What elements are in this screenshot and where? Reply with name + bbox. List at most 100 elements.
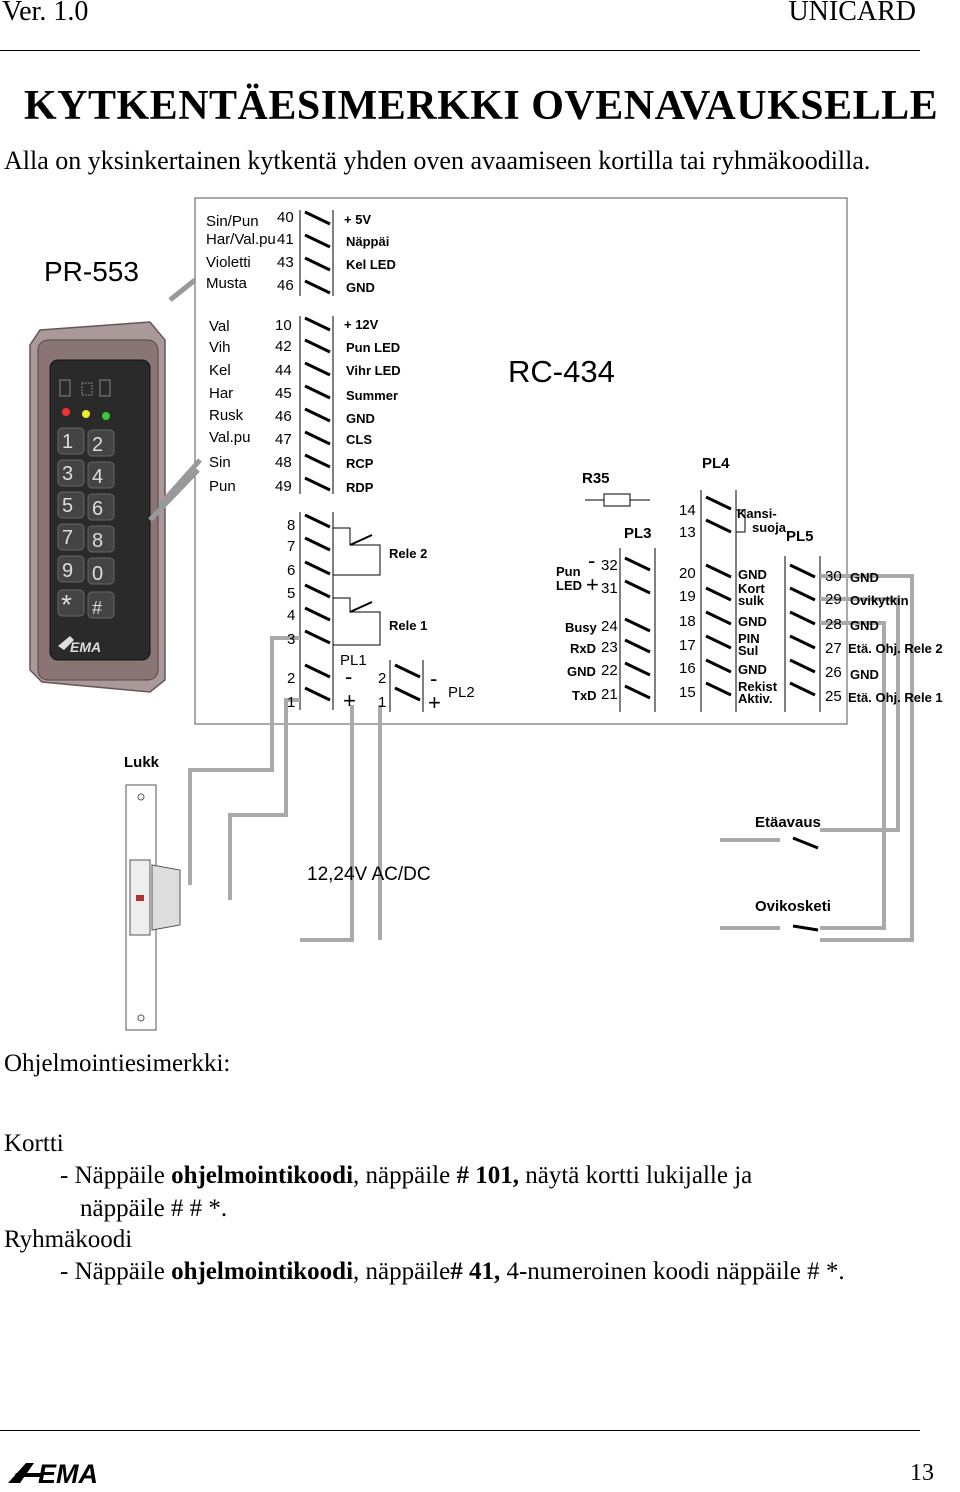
wire-color: Har <box>209 385 234 402</box>
relay-terminal: 6 <box>287 562 296 579</box>
terminal-function: GND <box>346 280 375 295</box>
keypad-logo: EMA <box>58 636 101 655</box>
wire-color: Vih <box>209 339 231 356</box>
key-6: 6 <box>92 498 103 520</box>
pl3-row-label: TxD <box>572 688 597 703</box>
card-step-1: - Näppäile ohjelmointikoodi, näppäile # … <box>60 1162 752 1190</box>
text-run: # 101, <box>456 1162 519 1189</box>
terminal-strip-top <box>304 210 331 295</box>
text-run: - Näppäile <box>60 1162 172 1189</box>
pl3-label: PL3 <box>624 525 652 542</box>
pl3-sign: + <box>586 572 599 597</box>
key-9: 9 <box>62 560 73 582</box>
r35-label: R35 <box>582 470 610 487</box>
terminal-number: 10 <box>275 317 292 334</box>
terminal-number: 42 <box>275 338 292 355</box>
wire-color: Kel <box>209 362 231 379</box>
pl4-number: 19 <box>679 588 696 605</box>
pl3-row-label: GND <box>567 664 596 679</box>
wire-color: Val <box>209 318 230 335</box>
door-lock <box>125 784 181 1031</box>
pl3-number: 23 <box>601 639 618 656</box>
pl5-number: 29 <box>825 591 842 608</box>
pl3-number: 21 <box>601 686 618 703</box>
pl5-row-label: GND <box>850 570 879 585</box>
page-number: 13 <box>910 1460 934 1486</box>
terminal-function: Summer <box>346 388 399 403</box>
product-name: UNICARD <box>788 0 916 27</box>
pl5-number: 30 <box>825 568 842 585</box>
wire-color: Pun <box>209 478 236 495</box>
terminal-number: 43 <box>277 254 294 271</box>
text-run: , näppäile <box>353 1258 451 1285</box>
external-wiring <box>188 574 914 942</box>
r35-resistor <box>585 493 650 507</box>
lock-label: Lukk <box>124 754 160 771</box>
text-run: näytä kortti lukijalle ja <box>518 1162 753 1189</box>
pl3-row-label: Pun <box>556 564 581 579</box>
card-title: Kortti <box>4 1130 64 1157</box>
terminal-number: 49 <box>275 478 292 495</box>
pl5-row-label: GND <box>850 667 879 682</box>
pl4-number: 17 <box>679 637 696 654</box>
pl3-row-label: LED <box>556 578 582 593</box>
kansisuoja-label: suoja <box>752 520 786 535</box>
wire-color: Violetti <box>206 254 251 271</box>
relay-terminal: 5 <box>287 585 296 602</box>
pl4-number: 18 <box>679 613 696 630</box>
terminal-function: CLS <box>346 432 372 447</box>
terminal-number: 44 <box>275 362 292 379</box>
pl2-minus: - <box>430 666 438 691</box>
header-rule <box>0 50 920 51</box>
controller-board <box>194 197 848 725</box>
pl4-row-label: GND <box>738 614 767 629</box>
keypad-brand-text: EMA <box>70 639 101 655</box>
pl3-number: 24 <box>601 618 618 635</box>
pl3-row-label: Busy <box>565 620 597 635</box>
terminal-function: RCP <box>346 456 374 471</box>
terminal-function: Vihr LED <box>346 363 401 378</box>
pl5-row-label: Ovikytkin <box>850 593 909 608</box>
pl1-label: PL1 <box>340 652 367 669</box>
key-5: 5 <box>62 495 73 517</box>
rele2-label: Rele 2 <box>389 546 428 561</box>
pl1-terminal: 1 <box>287 694 296 711</box>
footer-rule <box>0 1430 920 1431</box>
reader-name: PR-553 <box>44 256 139 287</box>
pl4-row-label: GND <box>738 662 767 677</box>
terminal-number: 46 <box>277 277 294 294</box>
terminal-function: Pun LED <box>346 340 401 355</box>
pl4-number: 13 <box>679 524 696 541</box>
pl5-row-label: Etä. Ohj. Rele 1 <box>848 690 943 705</box>
terminal-function: Näppäi <box>346 234 390 249</box>
wire-color: Musta <box>206 275 247 292</box>
power-label: 12,24V AC/DC <box>307 864 431 885</box>
card-step-2: näppäile # # *. <box>80 1195 228 1222</box>
key-0: 0 <box>92 563 103 585</box>
wire-color: Sin <box>209 454 231 471</box>
terminal-number: 48 <box>275 454 292 471</box>
pl3-sign: - <box>588 548 596 573</box>
wire-color: Rusk <box>209 407 244 424</box>
key-star: * <box>61 589 72 620</box>
terminal-function: + 5V <box>344 212 372 227</box>
text-run: , näppäile <box>353 1162 457 1189</box>
pl4-label: PL4 <box>702 455 730 472</box>
pl1-plus: + <box>343 688 356 713</box>
terminal-number: 45 <box>275 385 292 402</box>
pl4-number: 15 <box>679 684 696 701</box>
pl5-number: 28 <box>825 616 842 633</box>
controller-name: RC-434 <box>508 354 615 389</box>
pl4-row-label: Rekist Aktiv. <box>738 679 778 706</box>
pl5-row-label: Etä. Ohj. Rele 2 <box>848 641 943 656</box>
terminal-number: 40 <box>277 209 294 226</box>
ema-logo-icon: EMA <box>8 1459 98 1489</box>
group-title: Ryhmäkoodi <box>4 1226 133 1253</box>
pl5-label: PL5 <box>786 528 814 545</box>
key-7: 7 <box>62 527 73 549</box>
pl3-number: 31 <box>601 580 618 597</box>
pl3-number: 32 <box>601 557 618 574</box>
key-2: 2 <box>92 434 103 456</box>
